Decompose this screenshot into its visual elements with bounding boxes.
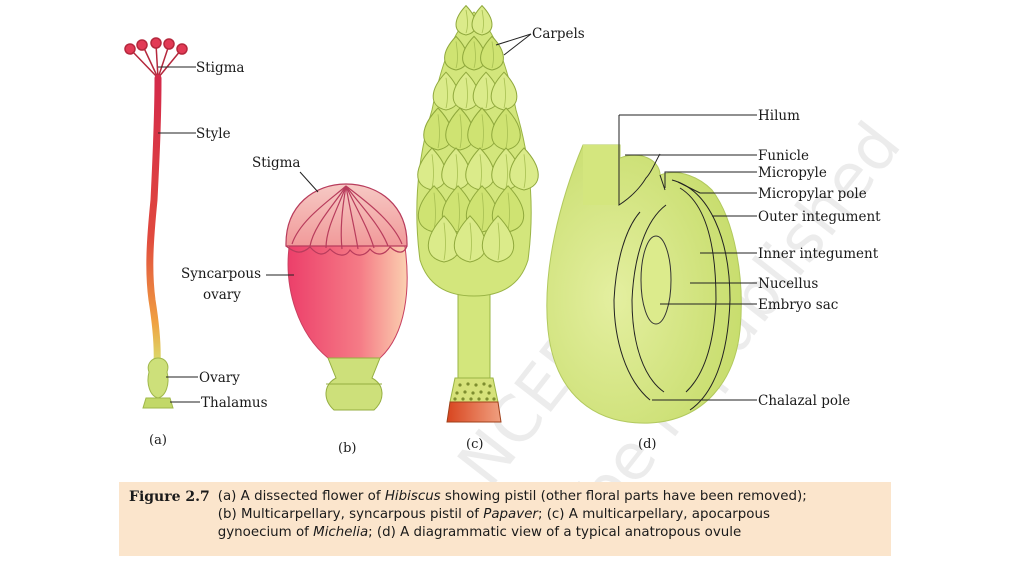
label-syncarpous-ovary-line2: ovary: [203, 287, 241, 303]
caption-figure-number: Figure 2.7: [129, 489, 210, 505]
hibiscus-ovary: [147, 357, 169, 399]
carpel-midrib: [507, 192, 510, 231]
caption-line-3: gynoecium of Michelia; (d) A diagrammati…: [217, 525, 742, 540]
michelia-base: [446, 401, 502, 423]
hibiscus-thalamus: [142, 397, 174, 409]
michelia-scar-zone: [449, 377, 499, 403]
papaver-stigma-cap: [285, 183, 408, 247]
carpel-midrib: [505, 154, 508, 189]
carpel-midrib: [443, 222, 446, 261]
label-hilum: Hilum: [758, 108, 800, 124]
carpel-midrib: [481, 9, 484, 34]
diagram-c-michelia-gynoecium: Carpels (c): [416, 4, 585, 452]
caption-line-1: (a) A dissected flower of Hibiscus showi…: [217, 489, 807, 504]
label-nucellus: Nucellus: [758, 276, 818, 292]
carpel-midrib: [445, 77, 448, 109]
label-stigma-b: Stigma: [252, 155, 300, 171]
label-chalazal-pole: Chalazal pole: [758, 393, 850, 409]
label-thalamus: Thalamus: [201, 395, 268, 411]
sublabel-a: (a): [149, 433, 167, 448]
carpel-midrib: [497, 222, 500, 261]
carpel: [481, 215, 515, 263]
label-micropyle: Micropyle: [758, 165, 827, 181]
carpel-midrib: [473, 41, 476, 69]
carpel-midrib: [481, 114, 484, 149]
label-inner-integument: Inner integument: [758, 246, 879, 262]
label-micropylar-pole: Micropylar pole: [758, 186, 867, 202]
carpel-midrib: [479, 154, 482, 189]
caption-line-2: (b) Multicarpellary, syncarpous pistil o…: [217, 507, 770, 522]
carpel-midrib: [465, 9, 468, 34]
label-style: Style: [196, 126, 231, 142]
label-carpels: Carpels: [532, 26, 585, 42]
carpel-midrib: [455, 41, 458, 69]
carpel-midrib: [505, 114, 508, 149]
carpel: [453, 215, 487, 263]
carpel-midrib: [457, 192, 460, 231]
carpel-midrib: [469, 222, 472, 261]
hibiscus-stigma: [124, 37, 188, 79]
carpel: [509, 147, 539, 191]
label-embryo-sac: Embryo sac: [758, 297, 838, 313]
carpel-midrib: [431, 154, 434, 189]
sublabel-c: (c): [466, 437, 483, 452]
ovule-embryo-sac: [640, 235, 672, 325]
ovule-funicle: [583, 145, 620, 205]
michelia-carpels: [417, 4, 539, 263]
carpel-midrib: [465, 77, 468, 109]
carpel-midrib: [437, 114, 440, 149]
label-funicle: Funicle: [758, 148, 809, 164]
label-syncarpous-ovary-line1: Syncarpous: [181, 266, 261, 282]
label-stigma-a: Stigma: [196, 60, 244, 76]
diagram-a-hibiscus-pistil: Stigma Style Ovary Thalamus (a): [124, 37, 268, 448]
figure-caption: Figure 2.7 (a) A dissected flower of Hib…: [119, 482, 891, 556]
diagram-b-papaver-pistil: Stigma Syncarpous ovary (b): [181, 155, 408, 456]
papaver-stigmatic-rays: [291, 185, 403, 250]
carpel-midrib: [523, 154, 526, 189]
carpel: [471, 4, 493, 36]
label-ovary: Ovary: [199, 370, 240, 386]
sublabel-d: (d): [638, 437, 656, 452]
papaver-ovary: [287, 239, 408, 359]
carpel-midrib: [491, 41, 494, 69]
carpel-midrib: [455, 154, 458, 189]
hibiscus-style: [146, 74, 162, 369]
label-outer-integument: Outer integument: [758, 209, 881, 225]
carpel-midrib: [485, 77, 488, 109]
michelia-stalk: [457, 289, 491, 381]
carpel-midrib: [481, 192, 484, 231]
carpel-midrib: [459, 114, 462, 149]
carpel-midrib: [503, 77, 506, 109]
diagram-d-anatropous-ovule: Hilum Funicle Micropyle Micropylar pole …: [546, 108, 881, 452]
sublabel-b: (b): [338, 441, 356, 456]
